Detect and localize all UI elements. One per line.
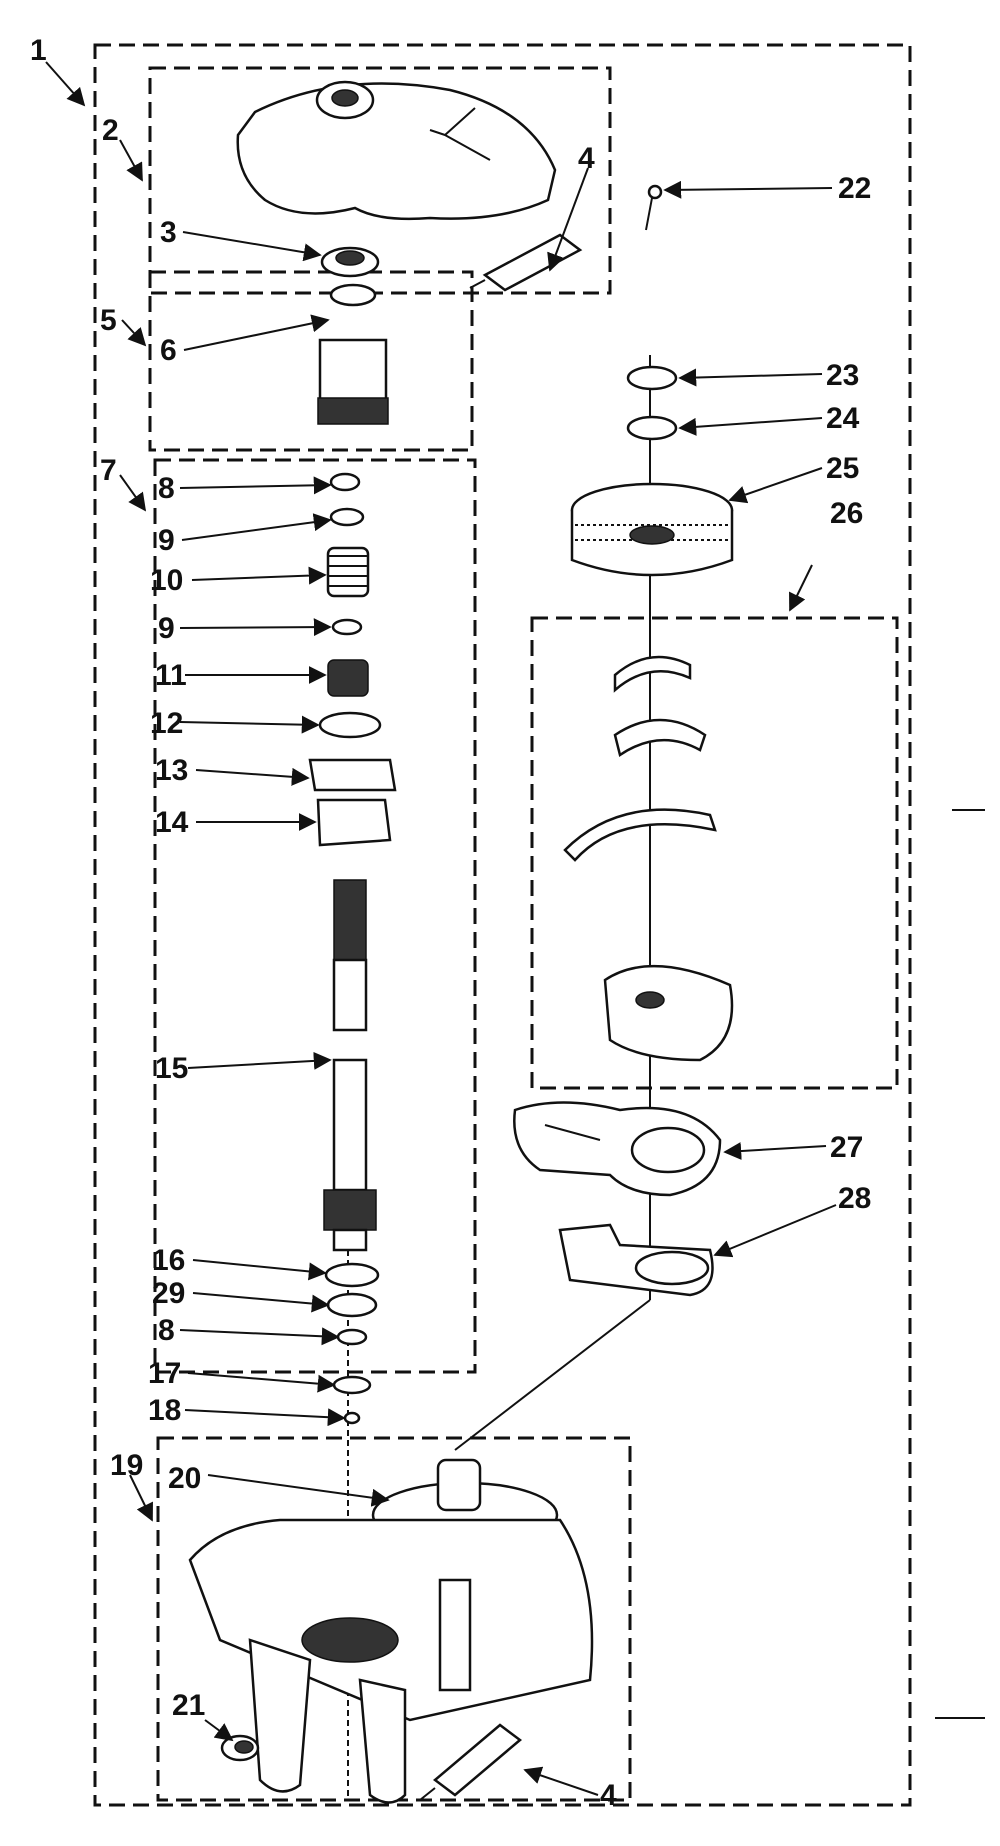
callout-25: 25 — [826, 452, 859, 485]
callout-28: 28 — [838, 1182, 871, 1215]
callout-18: 18 — [148, 1394, 181, 1427]
connector-line — [454, 1299, 651, 1451]
callout-23: 23 — [826, 359, 859, 392]
callout-17: 17 — [148, 1357, 181, 1390]
callout-26: 26 — [830, 497, 863, 530]
callout-4-bottom: 4 — [600, 1779, 617, 1812]
callout-9a: 9 — [158, 524, 175, 557]
callout-29: 29 — [152, 1277, 185, 1310]
assembly-box-shaft — [153, 458, 477, 1374]
knob-part — [220, 1734, 260, 1762]
bracket-part — [558, 1223, 714, 1297]
gear-stack — [570, 365, 734, 577]
callout-4-top: 4 — [578, 142, 595, 175]
callout-12: 12 — [150, 707, 183, 740]
shaft-small-parts — [308, 472, 397, 847]
callout-labels: 1 2 3 4 5 6 7 8 9 10 9 11 12 13 14 15 16… — [30, 34, 871, 1812]
callout-24: 24 — [826, 402, 860, 435]
gear-case-cover — [236, 80, 557, 221]
callout-21: 21 — [172, 1689, 205, 1722]
callout-14: 14 — [155, 806, 189, 839]
callout-27: 27 — [830, 1131, 863, 1164]
callout-9b: 9 — [158, 612, 175, 645]
callout-13: 13 — [155, 754, 188, 787]
callout-19: 19 — [110, 1449, 143, 1482]
callout-8b: 8 — [158, 1314, 175, 1347]
gear-base — [188, 1458, 594, 1804]
lower-washers — [324, 1262, 380, 1425]
callout-16: 16 — [152, 1244, 185, 1277]
assembly-box-cover — [148, 66, 612, 295]
callout-8: 8 — [158, 472, 175, 505]
callout-6: 6 — [160, 334, 177, 367]
callout-2: 2 — [102, 114, 119, 147]
leader-lines — [45, 61, 837, 1796]
upper-shaft-part — [317, 283, 389, 425]
grease-tube-top — [469, 233, 583, 292]
agitator-shaft — [323, 879, 377, 1252]
assembly-box-cam — [530, 616, 899, 1090]
callout-20: 20 — [168, 1462, 201, 1495]
assembly-box-shaft-top — [148, 270, 474, 452]
callout-10: 10 — [150, 564, 183, 597]
callout-5: 5 — [100, 304, 117, 337]
assembly-box-outer — [93, 43, 912, 1807]
callout-1: 1 — [30, 34, 47, 67]
lever-part — [513, 1101, 722, 1197]
callout-7: 7 — [100, 454, 117, 487]
cam-assembly-parts — [563, 655, 734, 1062]
seal-part — [320, 246, 380, 278]
screw-part — [645, 184, 663, 231]
callout-11: 11 — [155, 659, 187, 692]
callout-22: 22 — [838, 172, 871, 205]
grease-tube-bottom — [419, 1723, 523, 1801]
callout-15: 15 — [155, 1052, 188, 1085]
callout-3: 3 — [160, 216, 177, 249]
